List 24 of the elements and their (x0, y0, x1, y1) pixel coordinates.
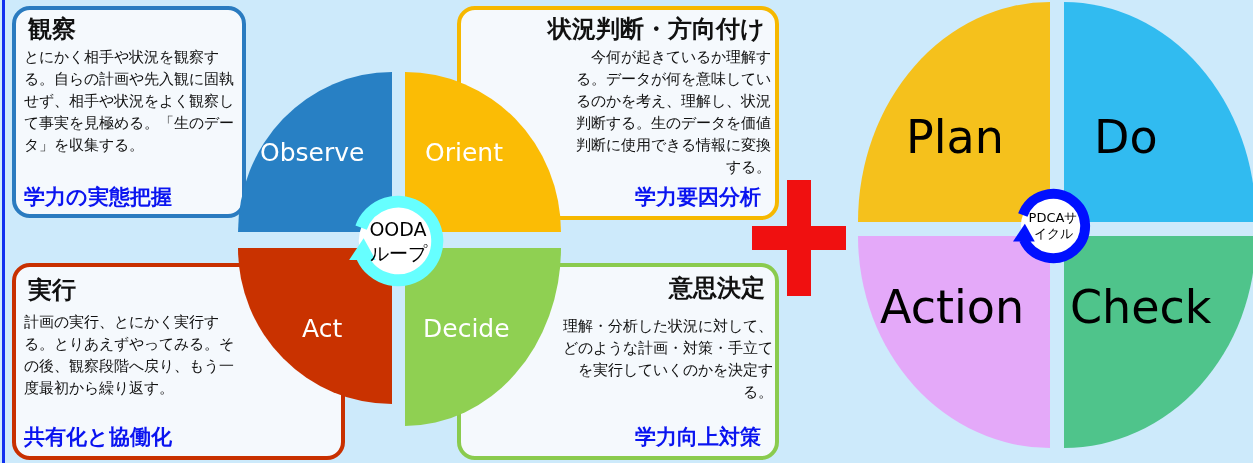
segment-label: Action (880, 280, 1025, 335)
card-description: 今何が起きているか理解する。データが何を意味しているのかを考え、理解し、状況判断する。生のデータを価値判断に使用できる情報に変換する。 (575, 48, 771, 177)
card-heading: 観察 (28, 14, 76, 44)
card-description: とにかく相手や状況を観察する。自らの計画や先入観に固執せず、相手や状況をよく観察して事実を見極める。「生のデータ」を収集する。 (24, 48, 235, 155)
card-keyword: 学力向上対策 (635, 424, 761, 450)
pie-segment (1064, 2, 1253, 222)
text-card (12, 6, 246, 218)
card-keyword: 学力要因分析 (635, 184, 761, 210)
segment-label: Observe (260, 138, 365, 168)
segment-label: Plan (906, 110, 1004, 165)
card-description: 理解・分析した状況に対して、どのような計画・対策・手立てを実行していくのかを決定する。 (562, 317, 773, 402)
card-heading: 状況判断・方向付け (548, 14, 765, 44)
segment-label: Act (302, 314, 343, 344)
center-label: PDCAサイクル (1027, 209, 1079, 242)
center-label: OODAループ (368, 217, 429, 266)
segment-label: Do (1094, 110, 1158, 165)
card-heading: 意思決定 (669, 273, 765, 303)
card-heading: 実行 (28, 275, 76, 305)
card-description: 計画の実行、とにかく実行する。とりあえずやってみる。その後、観察段階へ戻り、もう一度最初から繰り返す。 (24, 313, 235, 398)
segment-label: Orient (425, 138, 503, 168)
card-keyword: 共有化と協働化 (24, 424, 172, 450)
segment-label: Decide (423, 314, 510, 344)
card-keyword: 学力の実態把握 (24, 184, 172, 210)
segment-label: Check (1070, 280, 1212, 335)
